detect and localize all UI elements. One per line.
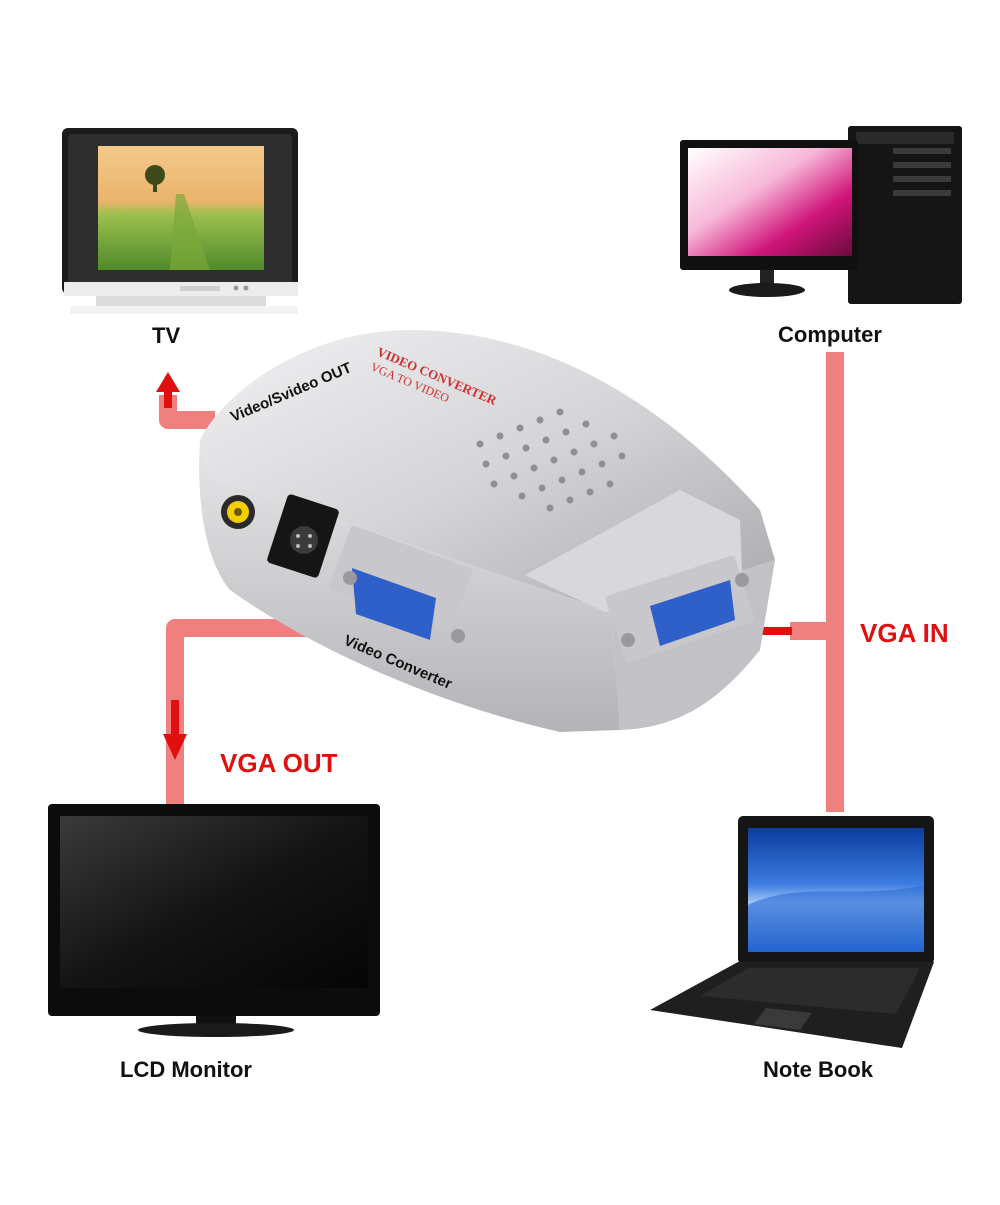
- rca-video-port: [221, 495, 255, 529]
- vga-in-label: VGA IN: [860, 618, 949, 648]
- tv-device: [62, 128, 298, 314]
- tv-up-arrow-icon: [156, 372, 180, 408]
- tv-connection-line: [159, 395, 215, 429]
- notebook-device: [650, 816, 934, 1048]
- notebook-label: Note Book: [763, 1057, 873, 1082]
- video-converter-device: VIDEO CONVERTER VGA TO VIDEO: [199, 330, 775, 732]
- vga-in-port: [605, 555, 755, 663]
- tv-label: TV: [152, 323, 181, 348]
- lcd-monitor-label: LCD Monitor: [120, 1057, 252, 1082]
- vga-out-label: VGA OUT: [220, 748, 338, 778]
- vga-out-down-arrow-icon: [163, 700, 187, 760]
- converter-vent-holes: [476, 408, 626, 512]
- computer-device: [680, 126, 962, 304]
- computer-label: Computer: [778, 322, 882, 347]
- svideo-port: [267, 494, 339, 578]
- vga-out-port: [329, 525, 473, 643]
- lcd-monitor-device: [48, 804, 380, 1037]
